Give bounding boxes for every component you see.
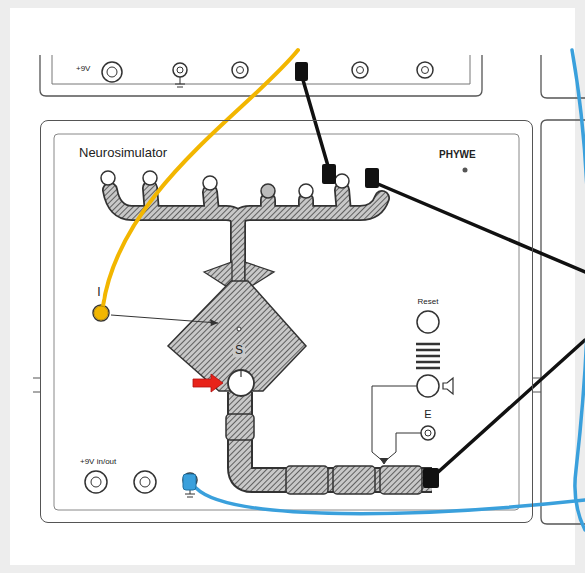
device-title: Neurosimulator: [77, 146, 169, 160]
socket: [85, 305, 197, 497]
axon-segment: [226, 414, 422, 494]
pin-label: +9V: [74, 65, 92, 74]
panel-inner-frame: [54, 134, 519, 510]
pin-label: +9V in/out: [78, 458, 118, 467]
control-elements: [372, 311, 453, 464]
brand-logo: PHYWE: [437, 149, 478, 160]
soma-outline: [168, 281, 306, 391]
axon-hillock: [228, 370, 254, 396]
measure-point: [237, 327, 241, 331]
button-label: Reset: [416, 298, 441, 307]
input-arrowhead: [210, 319, 218, 326]
synapse-bulb: [101, 171, 349, 198]
device-panel: S Neurosimulator PHYWE: [40, 120, 533, 523]
synapse-wedge: [204, 262, 274, 290]
status-led: [463, 168, 468, 173]
dial-mark: [240, 371, 241, 377]
soma-shape: [166, 279, 308, 401]
highlight-arrow: [193, 374, 223, 392]
signal-label: E: [422, 408, 433, 420]
signal-label: I: [95, 286, 102, 299]
patch-cable: [103, 50, 585, 530]
soma-body: S: [166, 279, 308, 401]
casing-joint: [33, 378, 541, 392]
page-ground: [10, 8, 575, 565]
input-leader: [111, 315, 218, 323]
cable-plug: [94, 62, 439, 490]
soma-label: S: [233, 344, 245, 357]
